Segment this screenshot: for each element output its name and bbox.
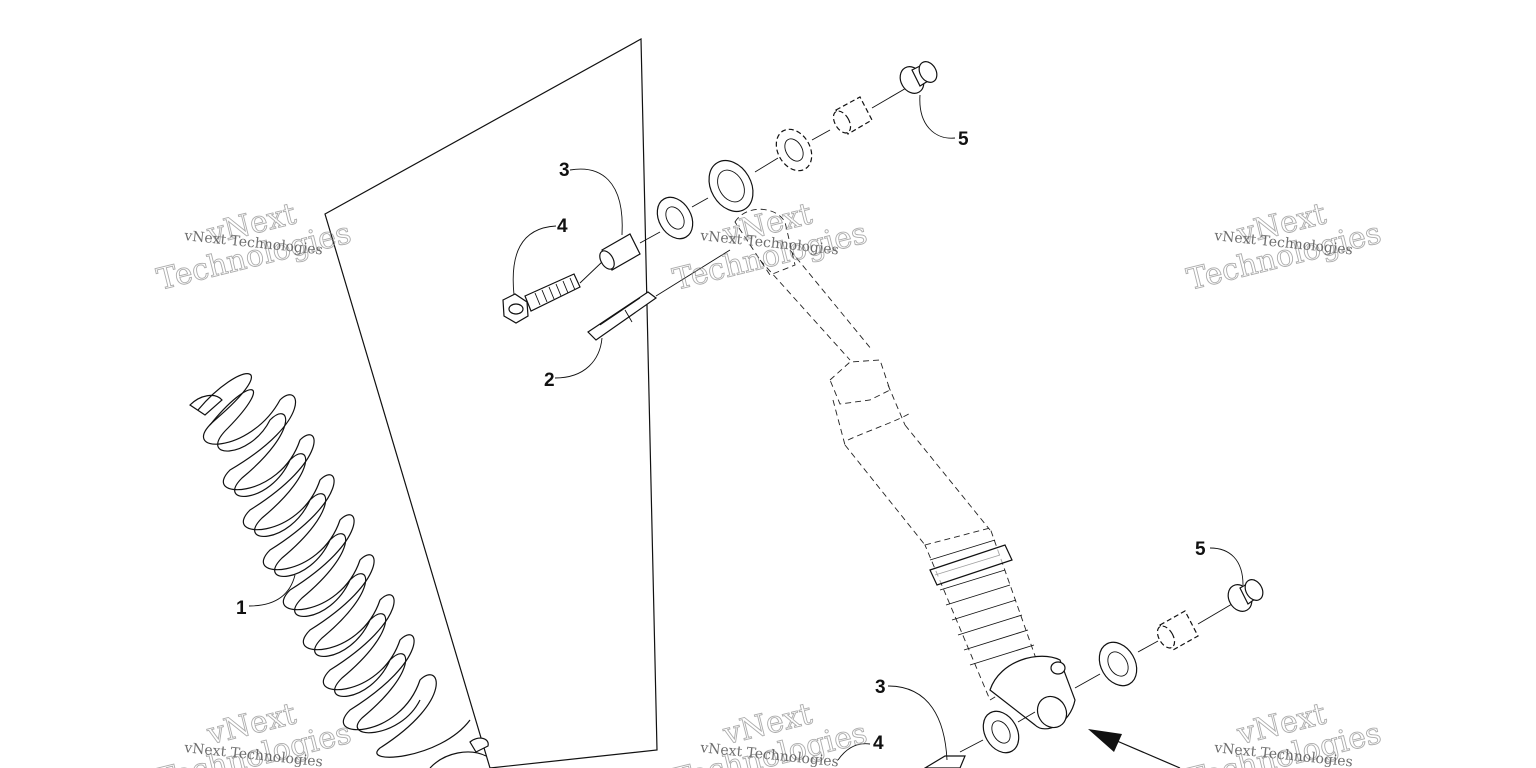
direction-arrow (1088, 729, 1181, 768)
callout-2: 2 (544, 370, 555, 391)
callout-1: 1 (236, 598, 247, 619)
lower-bushings (923, 603, 1233, 768)
panel-outline (324, 37, 658, 768)
axis-line (655, 249, 731, 297)
callout-3-lower: 3 (875, 677, 886, 698)
callout-5-lower: 5 (1195, 539, 1206, 560)
upper-bolt (502, 273, 581, 324)
callout-4-lower: 4 (873, 733, 884, 754)
axis-line (639, 231, 661, 244)
upper-cap-nut (899, 61, 938, 94)
shock-absorber (734, 208, 1076, 730)
axis-line (579, 261, 603, 284)
leader-lines (248, 94, 1244, 761)
clevis-pin (587, 291, 658, 341)
lower-cap-nut (1227, 579, 1264, 612)
callout-4-upper: 4 (557, 216, 568, 237)
coil-spring (189, 373, 489, 768)
callout-3-upper: 3 (559, 160, 570, 181)
callout-5-upper: 5 (958, 129, 969, 150)
upper-sleeve (599, 233, 641, 271)
upper-bushings (656, 86, 909, 240)
